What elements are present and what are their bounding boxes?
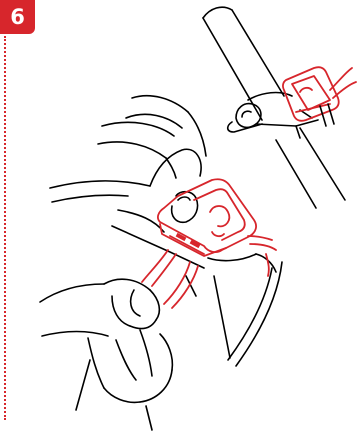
inset-detail <box>203 7 356 208</box>
handlebar-icon <box>203 7 345 208</box>
hand-icon <box>50 96 206 232</box>
fastening-strap-icon <box>142 236 276 308</box>
mount-bracket-icon <box>158 179 256 256</box>
hand-icon <box>40 279 172 430</box>
clamp-icon <box>228 93 318 138</box>
